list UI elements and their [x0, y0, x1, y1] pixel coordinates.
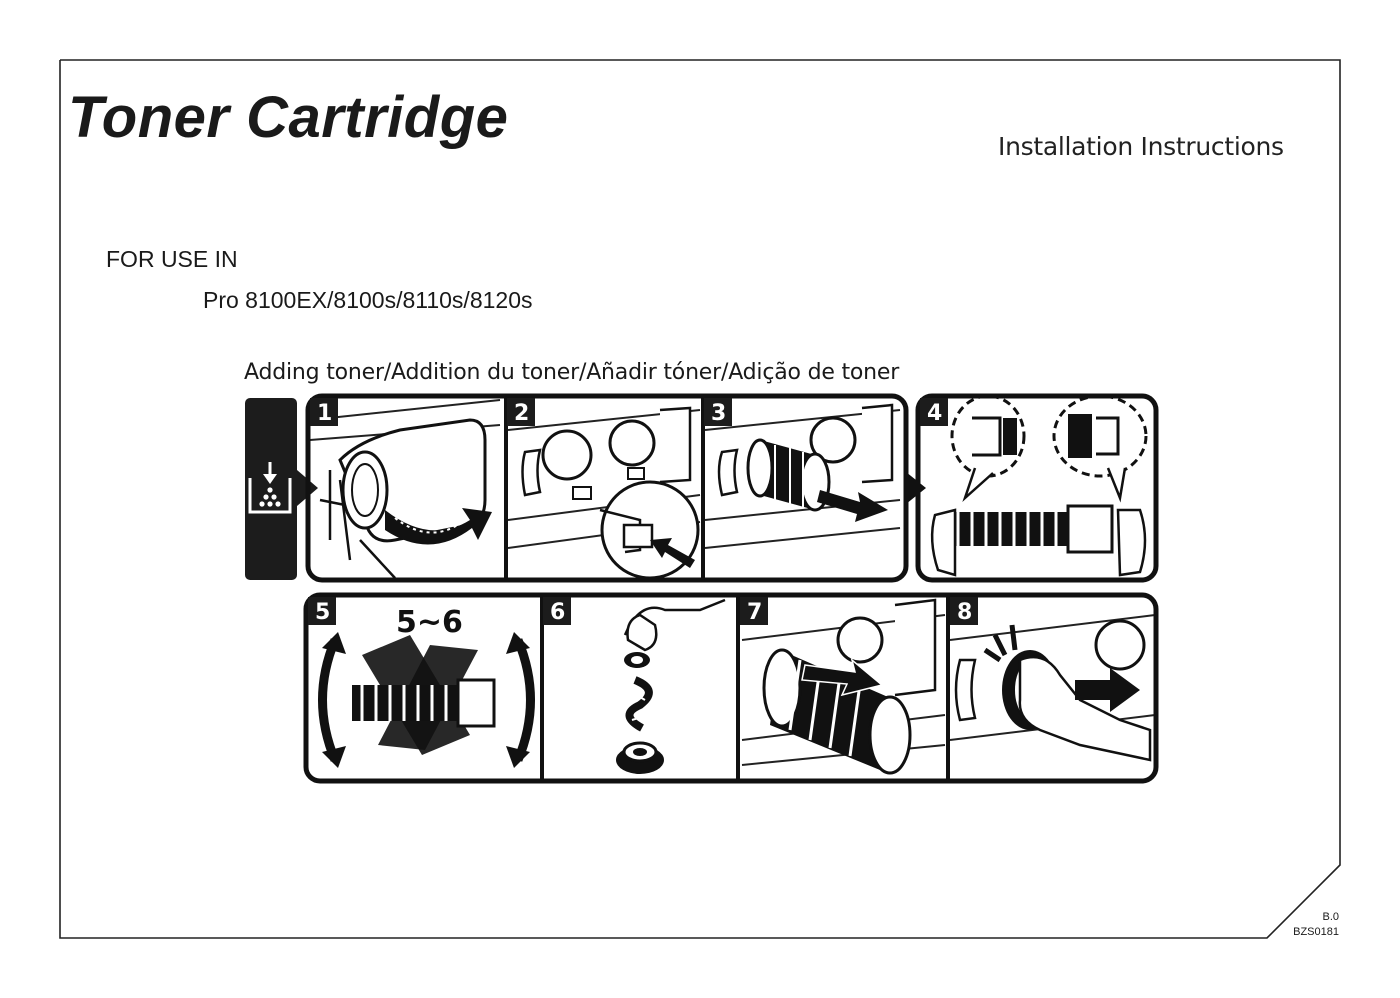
- step-5-illustration: 5~6: [318, 605, 535, 768]
- svg-text:1: 1: [317, 401, 332, 426]
- add-toner-icon: [248, 462, 292, 514]
- step-2-illustration: [507, 406, 701, 580]
- svg-text:2: 2: [514, 401, 529, 426]
- step-8-illustration: [949, 614, 1156, 762]
- svg-text:5: 5: [315, 600, 330, 625]
- svg-text:6: 6: [550, 600, 565, 625]
- for-use-label: FOR USE IN: [106, 246, 238, 272]
- page-subtitle: Installation Instructions: [998, 132, 1284, 161]
- page-title: Toner Cartridge: [68, 85, 509, 150]
- step-badge-4: 4: [920, 398, 948, 426]
- revision-code: B.0: [1322, 911, 1339, 923]
- svg-text:3: 3: [711, 401, 726, 426]
- step-badge-8: 8: [950, 597, 978, 625]
- step-6-illustration: [616, 598, 726, 774]
- step-badges: 1 2 3 4 5 6 7 8: [308, 398, 978, 625]
- frame-steps-1-3: [305, 393, 909, 583]
- section-tab: [245, 398, 318, 580]
- step-badge-2: 2: [507, 398, 535, 426]
- instructions-heading: Adding toner/Addition du toner/Añadir tó…: [244, 360, 900, 385]
- frame-step-4: [915, 393, 1159, 583]
- step-badge-1: 1: [310, 398, 338, 426]
- step-1-illustration: [309, 399, 501, 579]
- part-code: BZS0181: [1293, 926, 1339, 938]
- step-badge-7: 7: [740, 597, 768, 625]
- step-3-illustration: [704, 403, 901, 549]
- svg-text:4: 4: [927, 401, 942, 426]
- shake-count: 5~6: [396, 605, 463, 640]
- frame-steps-5-8: 5~6: [303, 592, 1159, 784]
- svg-text:8: 8: [957, 600, 972, 625]
- compatible-models: Pro 8100EX/8100s/8110s/8120s: [203, 287, 533, 313]
- revision-block: B.0 BZS0181: [1293, 910, 1339, 940]
- step-badge-5: 5: [308, 597, 336, 625]
- step-badge-3: 3: [704, 398, 732, 426]
- svg-text:7: 7: [747, 600, 762, 625]
- step-4-illustration: [930, 396, 1148, 577]
- step-7-illustration: [741, 598, 946, 775]
- step-badge-6: 6: [543, 597, 571, 625]
